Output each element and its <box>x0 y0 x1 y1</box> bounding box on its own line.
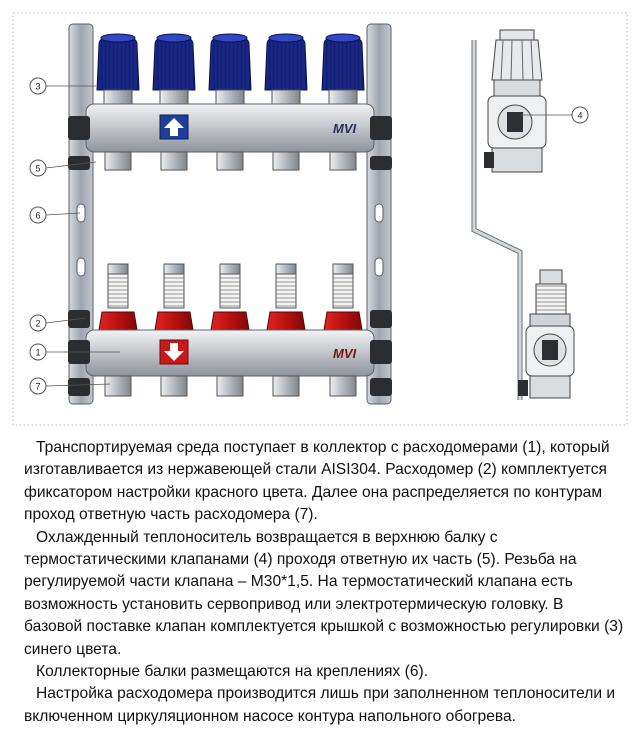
manifold-technical-drawing: MVI <box>12 12 628 426</box>
side-view-assembly <box>471 29 575 400</box>
svg-text:7: 7 <box>35 382 40 392</box>
supply-collector-bar: MVI <box>68 310 392 377</box>
callout-5: 5 <box>29 159 47 177</box>
drawing-frame <box>12 12 628 426</box>
svg-text:3: 3 <box>35 82 40 92</box>
return-collector-bar: MVI <box>68 103 392 153</box>
svg-text:5: 5 <box>35 164 40 174</box>
callout-4: 4 <box>571 106 589 124</box>
paragraph-supply: Транспортируемая среда поступает в колле… <box>24 439 610 524</box>
svg-text:2: 2 <box>35 319 40 329</box>
supply-fittings <box>68 375 392 397</box>
return-fittings <box>68 151 392 171</box>
brand-logo-top: MVI <box>333 121 357 136</box>
callout-1: 1 <box>29 343 47 361</box>
callout-leaders <box>45 85 572 387</box>
svg-text:1: 1 <box>35 348 40 358</box>
callout-2: 2 <box>29 314 47 332</box>
svg-text:6: 6 <box>35 211 40 221</box>
paragraph-mounting: Коллекторные балки размещаются на крепле… <box>36 663 429 681</box>
callout-6: 6 <box>29 206 47 224</box>
brand-logo-bottom: MVI <box>333 346 357 361</box>
flowmeters <box>98 263 363 331</box>
svg-text:4: 4 <box>577 111 582 121</box>
callout-7: 7 <box>29 377 47 395</box>
paragraph-adjustment: Настройка расходомера производится лишь … <box>24 685 616 725</box>
description-text: Транспортируемая среда поступает в колле… <box>24 437 624 728</box>
blue-thermostatic-caps <box>96 33 365 105</box>
paragraph-return: Охлажденный теплоноситель возвращается в… <box>24 528 624 658</box>
callout-3: 3 <box>29 77 47 95</box>
